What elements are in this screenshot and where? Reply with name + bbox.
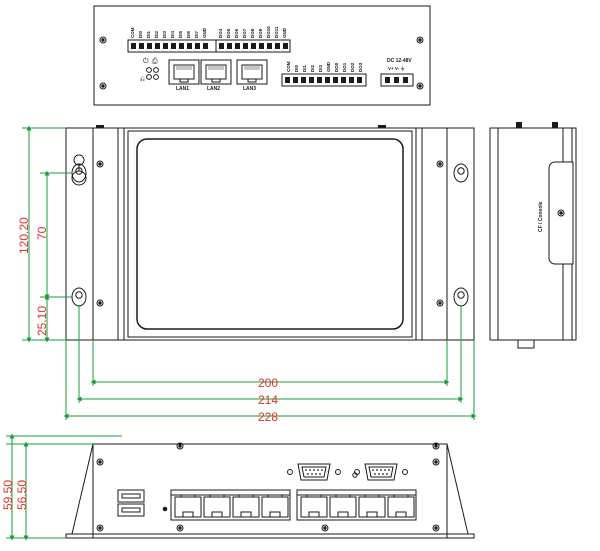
lan2-label: LAN2 (207, 86, 220, 92)
block-b-label: DO8 (250, 28, 255, 38)
block-c-label: DI0 (294, 65, 299, 73)
serial-port-1 (287, 463, 341, 481)
lan3-label: LAN3 (243, 86, 256, 92)
status-indicators: ⏻ ⎙ ⎌ (140, 57, 159, 83)
block-b-label: DO9 (258, 28, 263, 38)
front-dimensions (22, 125, 477, 420)
dim-228-label: 228 (258, 410, 278, 424)
reset-icon: ⎌ (140, 77, 145, 83)
power-connector (380, 73, 414, 87)
front-dimension-labels: 120.20 70 25.10 200 214 228 (17, 217, 278, 424)
block-b-label: GND (282, 27, 287, 38)
dim-120-label: 120.20 (17, 217, 31, 254)
lan1-port (168, 59, 200, 85)
dim-25-label: 25.10 (35, 306, 49, 336)
block-a-label: DI4 (170, 31, 175, 39)
lock-icon: ⎙ (152, 58, 158, 65)
block-b-label: DO5 (226, 28, 231, 38)
usb-ports (117, 489, 145, 517)
block-c-label: GND (326, 61, 331, 72)
bottom-dimension-labels: 59.50 56.50 (1, 480, 29, 510)
block-b-label: DO11 (274, 26, 279, 38)
top-view-panel (93, 5, 431, 106)
block-a-label: DI6 (186, 31, 191, 39)
lan1-label: LAN1 (176, 86, 189, 92)
dim-70-label: 70 (35, 226, 49, 240)
block-c-label: DO1 (342, 62, 347, 72)
block-c-label: DI2 (310, 65, 315, 73)
block-a-label: DI3 (162, 31, 167, 39)
block-a-label: DI7 (194, 31, 199, 39)
terminal-block-b-labels: DO4 DO5 DO6 DO7 DO8 DO9 DO10 DO11 GND (218, 26, 287, 38)
dim-214-label: 214 (258, 393, 278, 407)
top-view-screws (99, 36, 424, 90)
lan-ports (168, 59, 268, 85)
block-a-label: DI2 (154, 31, 159, 39)
block-b-label: DO7 (242, 28, 247, 38)
side-view: CF / Console (489, 122, 577, 349)
lan-switch-group-2 (296, 489, 417, 521)
block-a-label: GND (202, 27, 207, 38)
lan-switch-group-1 (170, 489, 291, 521)
lcd-screen (136, 138, 404, 330)
dim-59-label: 59.50 (1, 480, 15, 510)
block-a-label: DI0 (138, 31, 143, 39)
bottom-view (65, 442, 475, 539)
bottom-screws (96, 442, 440, 532)
terminal-block-a-labels: COM DI0 DI1 DI2 DI3 DI4 DI5 DI6 DI7 GND (130, 27, 207, 38)
top-view: COM DI0 DI1 DI2 DI3 DI4 DI5 DI6 DI7 GND … (93, 5, 431, 106)
lan2-port (200, 59, 232, 85)
cf-console-label: CF / Console (538, 201, 544, 232)
dim-200-label: 200 (258, 376, 278, 390)
block-c-label: DI3 (318, 65, 323, 73)
block-c-label: DI1 (302, 65, 307, 73)
block-c-label: DO3 (358, 62, 363, 72)
front-view (65, 125, 475, 341)
serial-port-2 (354, 463, 408, 481)
bottom-dimensions (6, 433, 122, 541)
block-a-label: DI5 (178, 31, 183, 39)
dim-56-label: 56.50 (15, 480, 29, 510)
terminal-block-b (215, 39, 291, 53)
power-pins-label: V+ V- ⏚ (388, 65, 405, 72)
terminal-block-a (127, 39, 217, 53)
lan3-port (236, 59, 268, 85)
block-c-label: DO0 (334, 62, 339, 72)
block-b-label: DO6 (234, 28, 239, 38)
power-label: DC 12-48V (387, 58, 412, 64)
terminal-block-c-labels: COM DI0 DI1 DI2 DI3 GND DO0 DO1 DO2 DO3 (286, 61, 363, 72)
front-screws (96, 160, 444, 307)
terminal-block-c (281, 73, 367, 87)
side-foot (517, 339, 535, 349)
block-a-label: DI1 (146, 31, 151, 39)
block-b-label: DO10 (266, 26, 271, 38)
block-b-label: DO4 (218, 28, 223, 38)
block-c-label: COM (286, 61, 291, 72)
block-c-label: DO2 (350, 62, 355, 72)
block-a-label: COM (130, 27, 135, 38)
power-led-icon: ⏻ (143, 57, 149, 65)
keyhole-slot-top-right (453, 163, 469, 183)
